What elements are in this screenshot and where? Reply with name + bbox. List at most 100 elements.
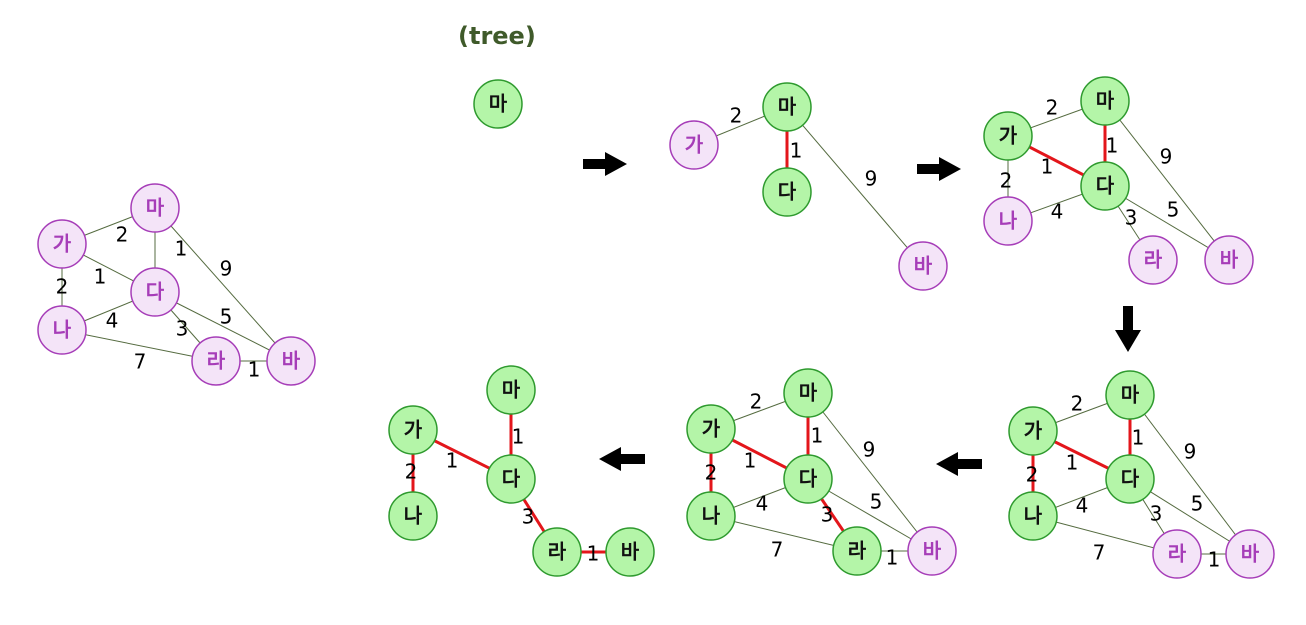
node-label: 가 bbox=[702, 417, 721, 441]
fringe-node-가: 가 bbox=[669, 120, 719, 170]
tree-node-마: 마 bbox=[783, 368, 833, 418]
node-label: 나 bbox=[1024, 504, 1043, 528]
edge-weight-label: 7 bbox=[134, 350, 147, 374]
node-circle bbox=[686, 491, 736, 541]
edge-weight-label: 1 bbox=[446, 449, 459, 473]
node-circle bbox=[1105, 370, 1155, 420]
edge-weight-label: 2 bbox=[1000, 169, 1013, 193]
tree-node-마: 마 bbox=[486, 365, 536, 415]
arrow-down bbox=[1115, 306, 1141, 352]
fringe-node-라: 라 bbox=[191, 336, 241, 386]
arrow-right-2 bbox=[917, 157, 961, 181]
node-label: 바 bbox=[1241, 542, 1260, 566]
node-circle bbox=[783, 454, 833, 504]
edge-weight-label: 1 bbox=[587, 542, 600, 566]
node-label: 라 bbox=[1144, 248, 1163, 272]
edge-weight-label: 3 bbox=[522, 505, 535, 529]
node-label: 바 bbox=[621, 540, 640, 564]
graph-edge-마-바 bbox=[154, 207, 292, 362]
node-label: 가 bbox=[685, 133, 704, 157]
fringe-node-라: 라 bbox=[1128, 235, 1178, 285]
node-label: 라 bbox=[848, 539, 867, 563]
edge-weight-label: 2 bbox=[405, 460, 418, 484]
tree-node-나: 나 bbox=[1008, 491, 1058, 541]
node-label: 나 bbox=[999, 209, 1018, 233]
node-label: 마 bbox=[489, 92, 508, 116]
fringe-node-바: 바 bbox=[1204, 235, 1254, 285]
edge-weight-label: 1 bbox=[1066, 451, 1079, 475]
edge-weight-label: 5 bbox=[1191, 492, 1204, 516]
node-circle bbox=[1225, 529, 1275, 579]
edge-weight-label: 9 bbox=[865, 167, 878, 191]
edge-weight-label: 2 bbox=[1026, 463, 1039, 487]
graph-edge-마-바 bbox=[807, 392, 933, 552]
graph-edge-나-라 bbox=[710, 515, 858, 552]
node-circle bbox=[388, 491, 438, 541]
node-circle bbox=[1008, 491, 1058, 541]
node-circle bbox=[486, 454, 536, 504]
node-circle bbox=[130, 183, 180, 233]
node-circle bbox=[1008, 406, 1058, 456]
edge-weight-label: 9 bbox=[863, 438, 876, 462]
tree-node-가: 가 bbox=[1008, 406, 1058, 456]
edge-weight-label: 4 bbox=[1076, 494, 1089, 518]
edge-weight-label: 3 bbox=[176, 317, 189, 341]
edge-weight-label: 4 bbox=[1051, 200, 1064, 224]
arrow-right-1 bbox=[583, 152, 627, 176]
fringe-node-마: 마 bbox=[130, 183, 180, 233]
node-circle bbox=[983, 196, 1033, 246]
node-label: 라 bbox=[548, 540, 567, 564]
fringe-node-나: 나 bbox=[37, 305, 87, 355]
tree-node-마: 마 bbox=[473, 79, 523, 129]
tree-node-다: 다 bbox=[486, 454, 536, 504]
node-circle bbox=[1204, 235, 1254, 285]
node-circle bbox=[783, 368, 833, 418]
edge-weight-label: 2 bbox=[750, 390, 763, 414]
fringe-node-나: 나 bbox=[983, 196, 1033, 246]
fringe-node-라: 라 bbox=[1152, 529, 1202, 579]
fringe-node-가: 가 bbox=[37, 219, 87, 269]
node-label: 바 bbox=[914, 254, 933, 278]
edge-weight-label: 3 bbox=[1150, 502, 1163, 526]
tree-node-마: 마 bbox=[1080, 76, 1130, 126]
node-circle bbox=[605, 527, 655, 577]
edge-weight-label: 9 bbox=[1184, 440, 1197, 464]
node-label: 나 bbox=[702, 504, 721, 528]
node-circle bbox=[762, 167, 812, 217]
node-circle bbox=[532, 527, 582, 577]
edge-weight-label: 5 bbox=[870, 490, 883, 514]
node-circle bbox=[907, 526, 957, 576]
graph-edge-마-바 bbox=[1129, 394, 1251, 555]
tree-node-라: 라 bbox=[532, 527, 582, 577]
node-circle bbox=[266, 336, 316, 386]
edge-weight-label: 1 bbox=[886, 546, 899, 570]
node-circle bbox=[191, 336, 241, 386]
edge-weight-label: 2 bbox=[1071, 392, 1084, 416]
node-circle bbox=[37, 305, 87, 355]
edge-weight-label: 7 bbox=[1093, 541, 1106, 565]
fringe-node-바: 바 bbox=[898, 241, 948, 291]
node-label: 다 bbox=[146, 280, 165, 304]
edge-weight-label: 1 bbox=[1106, 134, 1119, 158]
fringe-node-바: 바 bbox=[907, 526, 957, 576]
edge-weight-label: 1 bbox=[1132, 426, 1145, 450]
tree-node-다: 다 bbox=[1105, 454, 1155, 504]
node-label: 다 bbox=[778, 180, 797, 204]
node-circle bbox=[983, 111, 1033, 161]
node-label: 마 bbox=[778, 95, 797, 119]
tree-node-라: 라 bbox=[832, 526, 882, 576]
edge-weight-label: 3 bbox=[1125, 206, 1138, 230]
fringe-node-바: 바 bbox=[1225, 529, 1275, 579]
node-circle bbox=[1152, 529, 1202, 579]
edge-weight-label: 9 bbox=[220, 257, 233, 281]
graph-edge-마-바 bbox=[786, 106, 924, 267]
node-label: 나 bbox=[404, 504, 423, 528]
node-circle bbox=[1080, 161, 1130, 211]
edge-weight-label: 1 bbox=[790, 139, 803, 163]
node-circle bbox=[1105, 454, 1155, 504]
fringe-node-바: 바 bbox=[266, 336, 316, 386]
node-label: 마 bbox=[1121, 383, 1140, 407]
